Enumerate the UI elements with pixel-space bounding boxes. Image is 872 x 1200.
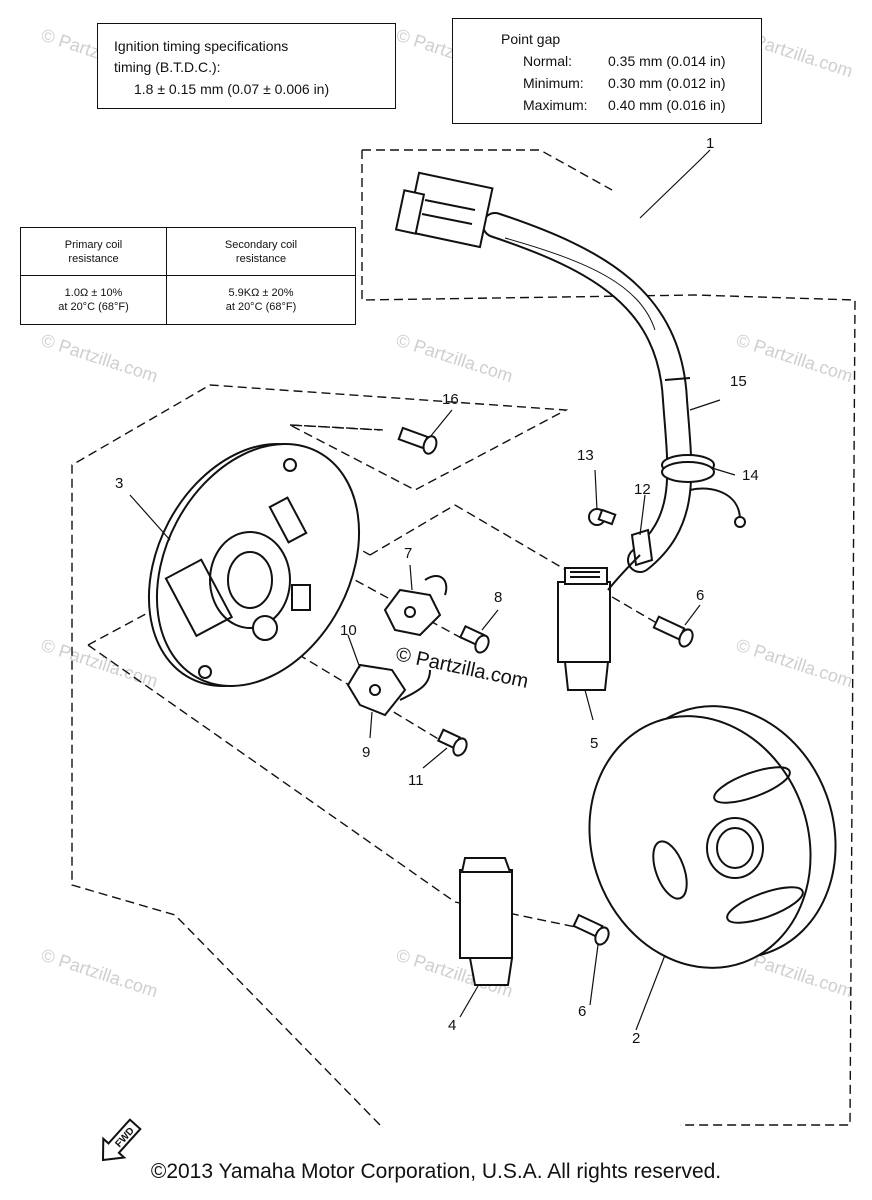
ignition-spec-line: 1.8 ± 0.15 mm (0.07 ± 0.006 in)	[134, 81, 330, 97]
callout-2: 2	[632, 1030, 640, 1047]
point-gap-spec-box: Point gap Normal: 0.35 mm (0.014 in) Min…	[452, 18, 762, 124]
leader-lines	[129, 149, 736, 1031]
screw-8	[459, 625, 490, 654]
callout-13: 13	[577, 447, 594, 464]
point-gap-maximum-value: 0.40 mm (0.016 in)	[608, 97, 726, 113]
screw-6a	[652, 615, 694, 648]
watermark: © Partzilla.com	[394, 330, 516, 387]
wire-harness-15	[482, 212, 693, 573]
ignition-coil-4	[459, 857, 514, 986]
stator-plate-3	[147, 443, 361, 687]
primary-value-line: 1.0Ω ± 10%	[64, 287, 123, 299]
point-gap-normal-label: Normal:	[523, 53, 573, 69]
ignition-timing-spec-box: Ignition timing specifications timing (B…	[97, 23, 396, 109]
connector-plug	[394, 171, 494, 249]
callout-labels: 1 2 3 4 5 6 6 7 8 9 10 11 12 13 14 15 16	[115, 135, 759, 1047]
secondary-header-line: resistance	[235, 252, 287, 265]
ignition-spec-line: Ignition timing specifications	[114, 38, 289, 54]
ground-terminal	[734, 516, 746, 528]
point-gap-maximum-label: Maximum:	[523, 97, 588, 113]
ignition-spec-line: timing (B.T.D.C.):	[114, 59, 221, 75]
callout-6: 6	[696, 587, 704, 604]
callout-6: 6	[578, 1003, 586, 1020]
callout-9: 9	[362, 744, 370, 761]
primary-coil-header: Primary coil resistance	[20, 227, 167, 276]
secondary-coil-value: 5.9KΩ ± 20% at 20°C (68°F)	[166, 275, 356, 325]
primary-value-line: at 20°C (68°F)	[58, 301, 129, 313]
primary-header-line: Primary coil	[64, 238, 123, 251]
callout-12: 12	[634, 481, 651, 498]
ignition-coil-5	[557, 554, 641, 691]
point-gap-minimum-label: Minimum:	[523, 75, 584, 91]
secondary-coil-header: Secondary coil resistance	[166, 227, 356, 276]
secondary-value-line: 5.9KΩ ± 20%	[228, 287, 294, 299]
callout-1: 1	[706, 135, 714, 152]
primary-coil-value: 1.0Ω ± 10% at 20°C (68°F)	[20, 275, 167, 325]
watermark: © Partzilla.com	[39, 945, 161, 1002]
callout-14: 14	[742, 467, 759, 484]
point-gap-title: Point gap	[501, 31, 561, 47]
point-gap-normal-value: 0.35 mm (0.014 in)	[608, 53, 726, 69]
grommet-14	[661, 454, 715, 483]
callout-4: 4	[448, 1017, 456, 1034]
callout-7: 7	[404, 545, 412, 562]
screw-13	[588, 508, 617, 526]
callout-8: 8	[494, 589, 502, 606]
callout-5: 5	[590, 735, 598, 752]
copyright-notice: ©2013 Yamaha Motor Corporation, U.S.A. A…	[150, 1160, 722, 1183]
coil-resistance-table-box: Primary coil resistance Secondary coil r…	[20, 227, 356, 325]
secondary-value-line: at 20°C (68°F)	[225, 301, 297, 313]
clamp-12	[630, 528, 654, 567]
callout-11: 11	[408, 772, 424, 789]
watermark: © Partzilla.com	[734, 330, 856, 387]
watermark: © Partzilla.com	[734, 635, 856, 692]
point-gap-minimum-value: 0.30 mm (0.012 in)	[608, 75, 726, 91]
watermark-center: © Partzilla.com	[394, 643, 530, 693]
coil-resistance-table: Primary coil resistance Secondary coil r…	[20, 227, 356, 325]
screw-16	[397, 426, 438, 455]
callout-15: 15	[730, 373, 747, 390]
callout-10: 10	[340, 622, 357, 639]
ground-wire	[689, 487, 741, 521]
watermark: © Partzilla.com	[39, 635, 161, 692]
secondary-header-line: Secondary coil	[224, 238, 298, 251]
flywheel-rotor-2	[588, 705, 837, 969]
contact-breaker-7	[383, 575, 448, 637]
screw-11	[436, 728, 468, 757]
callout-3: 3	[115, 475, 123, 492]
watermark: © Partzilla.com	[39, 330, 161, 387]
callout-16: 16	[442, 391, 459, 408]
screw-6b	[572, 913, 610, 946]
primary-header-line: resistance	[68, 252, 119, 265]
contact-breaker-10	[346, 663, 431, 717]
